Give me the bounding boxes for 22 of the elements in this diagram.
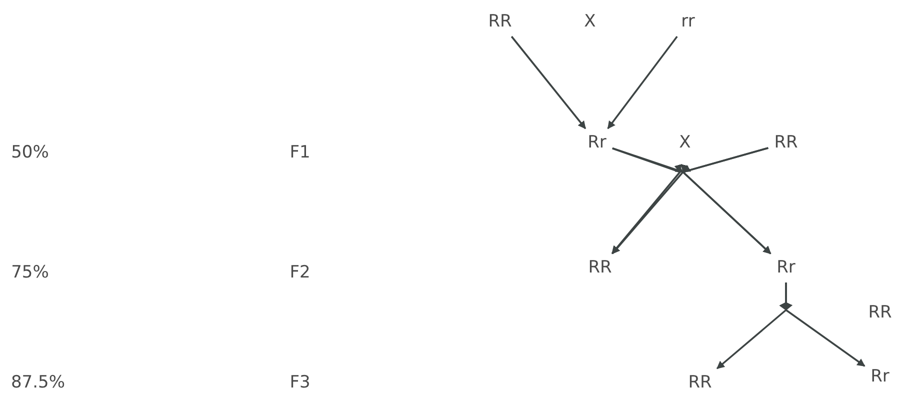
generation-label: F1 — [290, 144, 310, 162]
genotype-label: rr — [681, 14, 695, 30]
cross-symbol: X — [584, 14, 596, 30]
generation-label: F2 — [290, 264, 310, 282]
genotype-label: RR — [868, 304, 892, 322]
arrow — [607, 36, 678, 130]
percentage-label: 75% — [11, 264, 49, 282]
arrow — [780, 282, 866, 367]
genotype-label: Rr — [776, 260, 796, 276]
arrow — [611, 148, 682, 254]
cross-symbol: X — [679, 134, 691, 152]
genotype-label: RR — [488, 14, 512, 30]
arrow — [681, 147, 772, 254]
genotype-label: Rr — [870, 368, 890, 386]
arrow — [510, 36, 586, 130]
percentage-label: 87.5% — [11, 374, 65, 392]
genotype-label: RR — [688, 374, 712, 392]
percentage-label: 50% — [11, 144, 49, 162]
genotype-label: RR — [588, 260, 612, 276]
genotype-label: RR — [774, 134, 798, 152]
generation-label: F3 — [290, 374, 310, 392]
genotype-label: Rr — [588, 134, 606, 152]
